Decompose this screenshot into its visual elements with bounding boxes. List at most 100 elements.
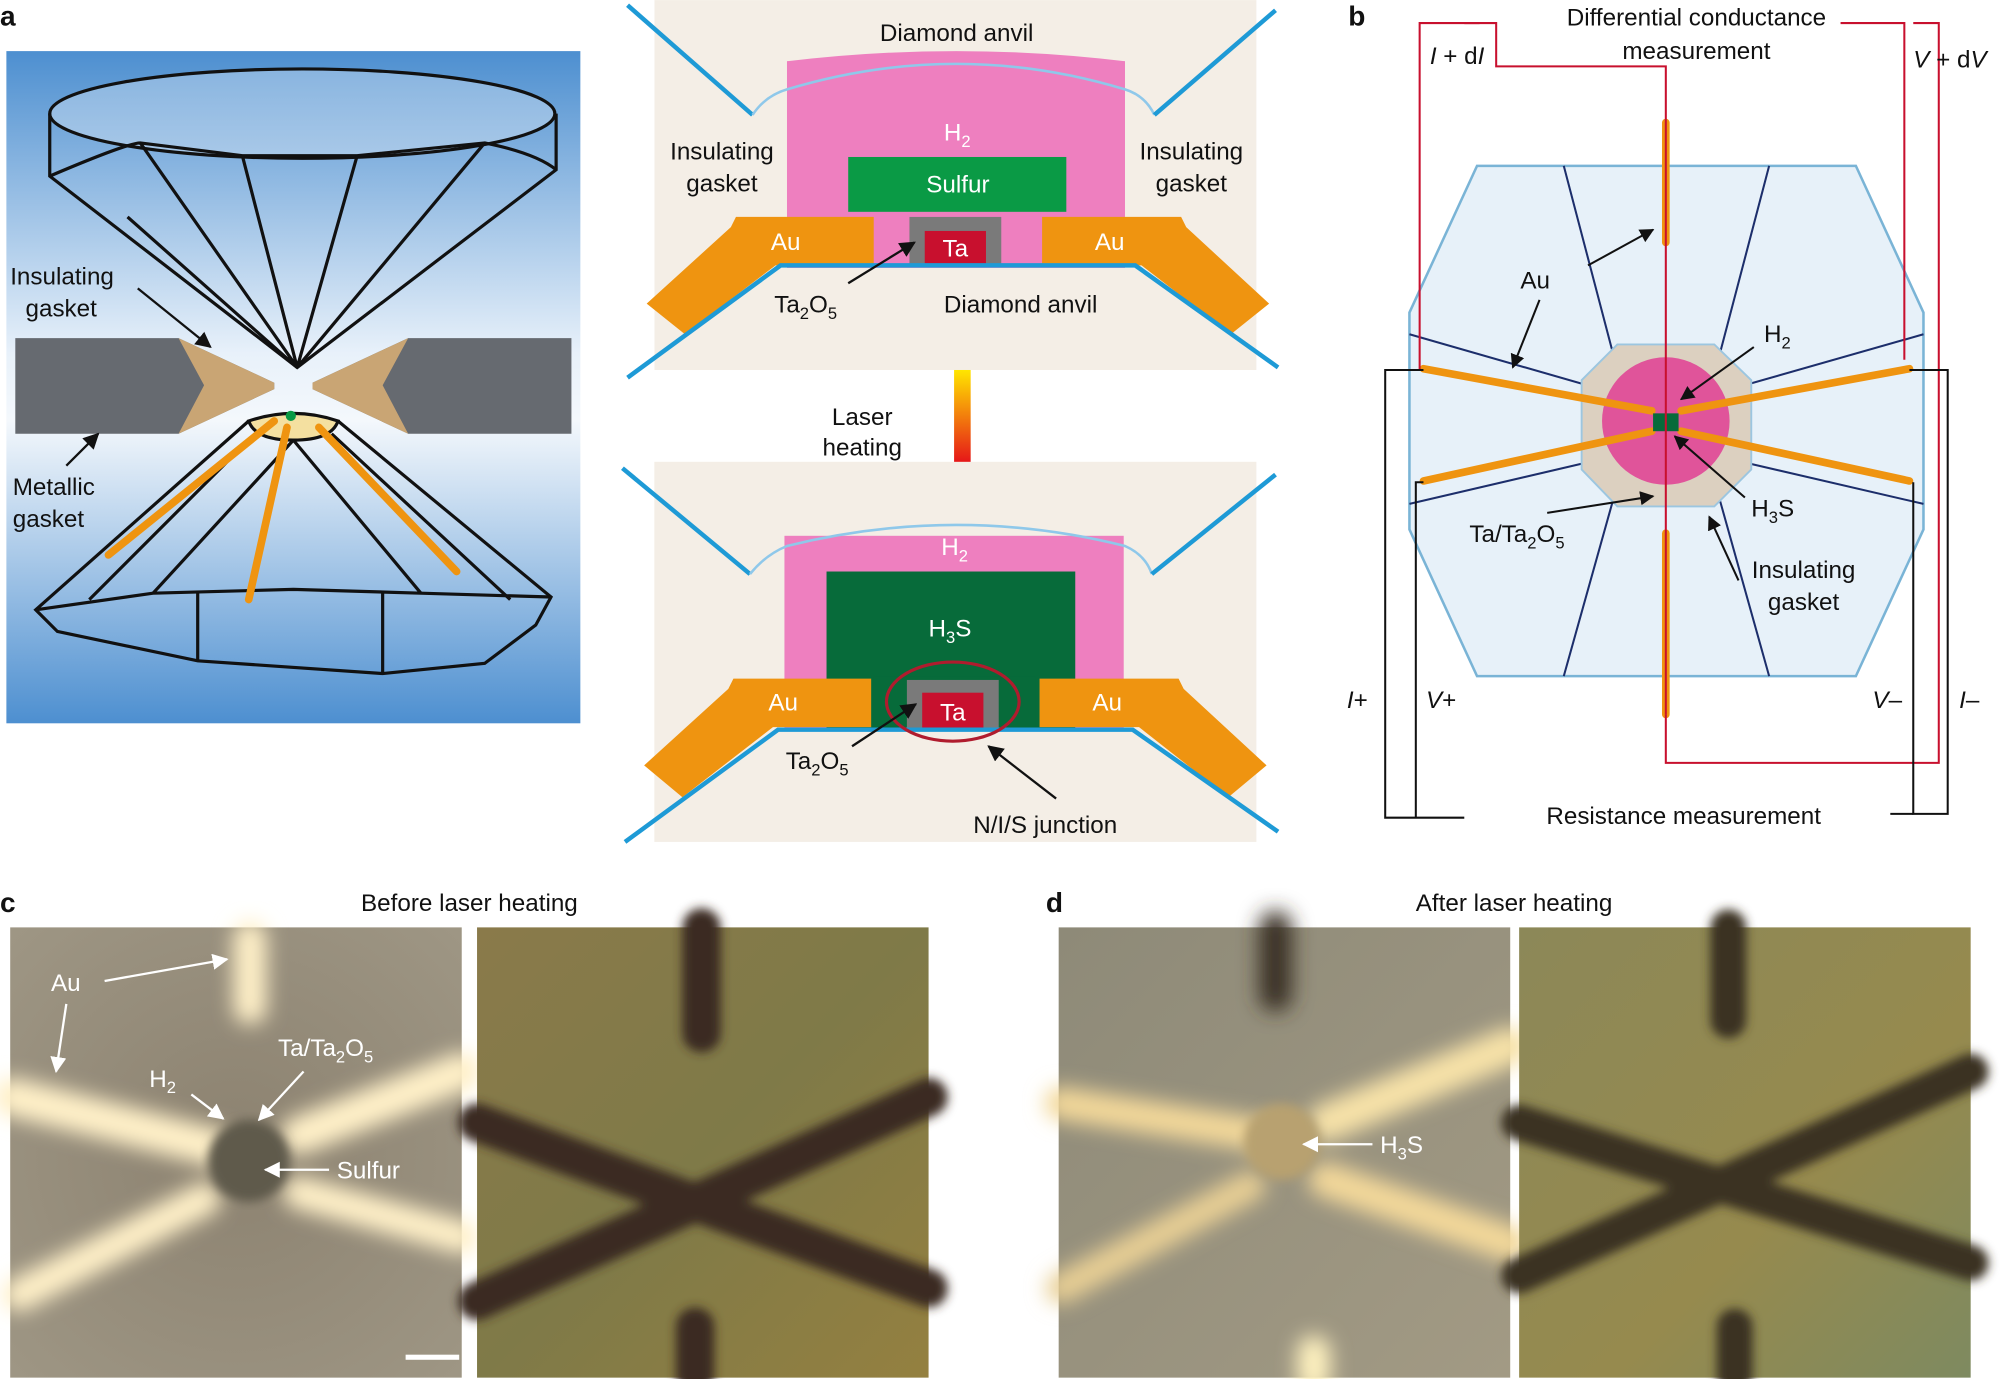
b-h2-label: H2 <box>1764 321 1791 352</box>
h3s-sub: 3 <box>1398 1145 1407 1164</box>
h2-base: H <box>941 534 958 561</box>
sulfur-label: Sulfur <box>926 172 989 199</box>
h3s-part: H <box>1751 496 1769 523</box>
c-sulfur-label: Sulfur <box>337 1158 400 1185</box>
i-part: I <box>1478 43 1485 70</box>
ta2o5-sub: 5 <box>839 761 848 780</box>
insulating-gasket-right-line2: gasket <box>1156 170 1228 197</box>
i-part: I <box>1959 687 1966 714</box>
ta-label: Ta <box>943 235 969 262</box>
b-ta-ta2o5-label: Ta/Ta2O5 <box>1469 521 1564 552</box>
au-left-label: Au <box>771 229 801 256</box>
after-h2-label: H2 <box>941 534 968 565</box>
nis-junction-outline <box>884 660 1021 743</box>
h2-sub: 2 <box>1782 333 1791 352</box>
micrograph-before-transmitted <box>457 908 948 1379</box>
laser-heating-label-line1: Laser <box>832 404 893 431</box>
sign: – <box>1966 687 1980 714</box>
sub: 5 <box>364 1048 373 1067</box>
i-part: I <box>1430 43 1437 70</box>
schematic-before-heating <box>625 0 1280 380</box>
i-part: I <box>1347 687 1354 714</box>
after-ta2o5-arrow <box>851 703 918 748</box>
insulating-gasket-label-line2: gasket <box>26 295 98 322</box>
b-au-label: Au <box>1520 267 1550 294</box>
electrode-layout-diagram <box>1384 22 1949 819</box>
ta2o5-part: Ta <box>786 748 812 775</box>
metallic-gasket-label-line2: gasket <box>13 506 85 533</box>
panel-label-d: d <box>1046 887 1063 918</box>
diamond-anvil-bottom-label: Diamond anvil <box>944 292 1097 319</box>
h2-arrow <box>1679 346 1755 401</box>
ta2o5-sub: 2 <box>811 761 820 780</box>
h2-base: H <box>1764 321 1781 348</box>
before-heating-title: Before laser heating <box>361 890 578 917</box>
ta2o5-arrow <box>847 241 916 285</box>
after-au-left-label: Au <box>768 690 798 717</box>
h2-sub: 2 <box>961 132 970 151</box>
h2-base: H <box>944 119 961 146</box>
micrograph-before-reflected <box>0 921 481 1378</box>
after-ta2o5-label: Ta2O5 <box>786 748 849 779</box>
h2-sub: 2 <box>959 546 968 565</box>
c-ta-ta2o5-label: Ta/Ta2O5 <box>278 1035 373 1066</box>
au-right-label: Au <box>1095 229 1125 256</box>
h3s-arrow <box>1673 435 1746 499</box>
ta2o5-part: Ta <box>774 292 800 319</box>
i-plus-di-label: I + dI <box>1430 43 1485 70</box>
h3s-part: H <box>929 616 946 643</box>
ta2o5-part: O <box>821 748 840 775</box>
au-arrow-left <box>1510 299 1541 369</box>
plus-d-part: + d <box>1437 43 1478 70</box>
h3s-label: H3S <box>929 616 972 647</box>
h3s-part: S <box>1778 496 1794 523</box>
c-h2-label: H2 <box>149 1066 176 1097</box>
h3s-part: S <box>1407 1132 1423 1159</box>
panel-label-a: a <box>0 1 16 32</box>
after-heating-title: After laser heating <box>1416 890 1613 917</box>
insulating-gasket-label-line1: Insulating <box>10 264 114 291</box>
h2-sub: 2 <box>167 1078 176 1097</box>
differential-conductance-title-line1: Differential conductance <box>1567 5 1826 32</box>
h3s-sub: 3 <box>946 628 955 647</box>
b-insulating-gasket-line1: Insulating <box>1752 557 1856 584</box>
sub: 2 <box>336 1048 345 1067</box>
schematic-after-heating <box>621 461 1280 844</box>
h2-base: H <box>149 1066 167 1093</box>
after-au-right-label: Au <box>1092 690 1122 717</box>
sign: + <box>1442 687 1456 714</box>
ta2o5-sub: 5 <box>828 304 837 323</box>
panel-label-b: b <box>1348 1 1365 32</box>
c-ta-arrow <box>257 1070 305 1122</box>
v-plus-label: V+ <box>1426 687 1456 714</box>
metallic-gasket-arrow <box>65 432 100 467</box>
ta2o5-sub: 2 <box>800 304 809 323</box>
insulating-gasket-right-line1: Insulating <box>1139 139 1243 166</box>
o-part: O <box>345 1035 364 1062</box>
sign: + <box>1354 687 1368 714</box>
sub: 5 <box>1555 534 1564 553</box>
insulating-gasket-left-line1: Insulating <box>670 139 774 166</box>
b-h3s-label: H3S <box>1751 496 1794 527</box>
c-au-label: Au <box>51 970 81 997</box>
d-h3s-label: H3S <box>1380 1132 1423 1163</box>
h3s-part: H <box>1380 1132 1398 1159</box>
c-au-arrow-1 <box>104 953 229 983</box>
plus-d-part: + d <box>1929 47 1970 74</box>
ta2o5-label: Ta2O5 <box>774 292 837 323</box>
laser-heating-label-line2: heating <box>823 434 902 461</box>
c-au-arrow-2 <box>50 1003 68 1074</box>
h2-label: H2 <box>944 119 971 150</box>
diamond-anvil-top-label: Diamond anvil <box>880 20 1033 47</box>
o-part: O <box>1537 521 1556 548</box>
au-arrow-top <box>1587 228 1655 267</box>
micrograph-after-transmitted <box>1501 909 1989 1379</box>
b-insulating-gasket-line2: gasket <box>1768 589 1840 616</box>
micrograph-after-reflected <box>1044 910 1530 1379</box>
insulating-gasket-left-line2: gasket <box>686 170 758 197</box>
resistance-measurement-label: Resistance measurement <box>1546 803 1821 830</box>
nis-junction-arrow <box>987 745 1057 800</box>
panel-label-c: c <box>0 887 16 918</box>
ta-ta2o5-arrow <box>1547 491 1655 514</box>
i-plus-label: I+ <box>1347 687 1368 714</box>
